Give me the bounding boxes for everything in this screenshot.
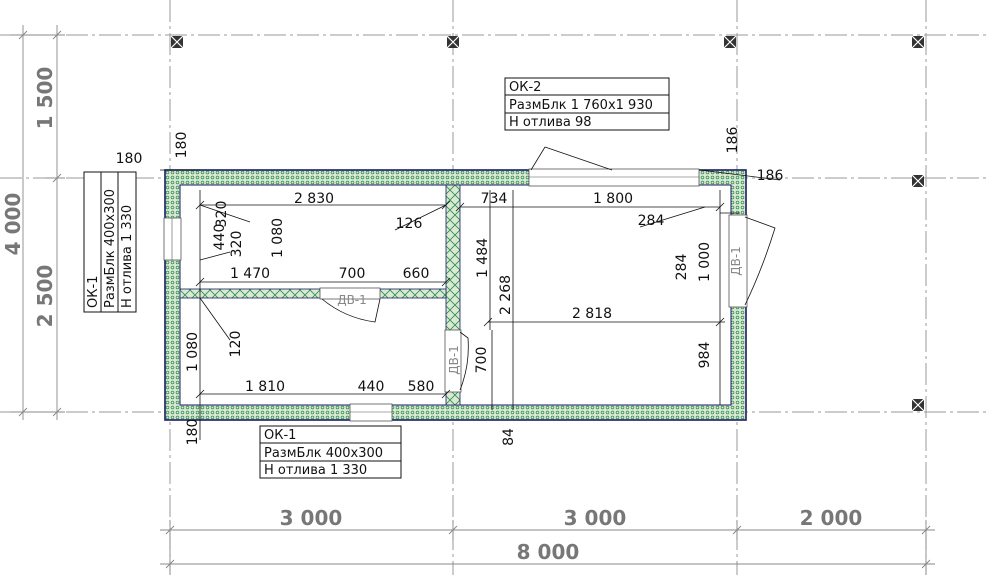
dim-984: 984 — [697, 342, 713, 369]
tag-ok1-bottom-name: ОК-1 — [264, 428, 296, 443]
tag-ok1-bottom: ОК-1 РазмБлк 400x300 Н отлива 1 330 — [259, 425, 402, 479]
tag-ok1-left: ОК-1 РазмБлк 400x300 Н отлива 1 330 — [83, 171, 137, 313]
tag-ok1-left-size: РазмБлк 400x300 — [103, 189, 118, 308]
dim-180-v: 180 — [174, 132, 190, 159]
dim-284-b: 284 — [674, 254, 690, 281]
dim-126: 126 — [396, 216, 423, 232]
dim-span-1: 3 000 — [280, 506, 343, 530]
tag-ok1-bottom-sill: Н отлива 1 330 — [264, 463, 367, 478]
axis-marker-icon — [170, 35, 184, 49]
axis-marker-icon — [911, 174, 925, 188]
dim-84: 84 — [501, 428, 517, 446]
tag-ok2-name: ОК-2 — [509, 80, 541, 95]
dim-734: 734 — [481, 191, 508, 207]
overall-dimension-lines — [10, 25, 935, 575]
tag-ok2: ОК-2 РазмБлк 1 760x1 930 Н отлива 98 — [504, 77, 670, 131]
openings — [163, 146, 776, 422]
door-label-right: ДВ-1 — [729, 246, 743, 276]
dim-180-h: 180 — [116, 151, 143, 167]
dim-total-height: 4 000 — [1, 193, 25, 256]
dim-height-1: 1 500 — [33, 67, 57, 130]
dim-186-b: 186 — [757, 168, 784, 184]
axis-marker-icon — [911, 35, 925, 49]
dim-1800: 1 800 — [593, 191, 633, 207]
dim-span-2: 3 000 — [564, 506, 627, 530]
dim-440-h: 440 — [358, 379, 385, 395]
dim-span-3: 2 000 — [800, 506, 863, 530]
axis-marker-icon — [723, 35, 737, 49]
dim-180-bottom: 180 — [185, 419, 201, 446]
dim-320-b: 320 — [229, 231, 245, 258]
tag-ok1-left-name: ОК-1 — [86, 276, 101, 308]
axis-marker-icon — [446, 35, 460, 49]
dim-1470: 1 470 — [230, 266, 270, 282]
dim-total-width: 8 000 — [517, 540, 580, 564]
dim-186-a: 186 — [725, 127, 741, 154]
dim-700-h: 700 — [339, 266, 366, 282]
dim-1080-a: 1 080 — [270, 218, 286, 258]
tag-ok2-size: РазмБлк 1 760x1 930 — [509, 98, 653, 113]
dim-2268: 2 268 — [498, 275, 514, 315]
dim-320-a: 320 — [214, 201, 230, 228]
dim-1484: 1 484 — [475, 238, 491, 278]
door-label-partition: ДВ-1 — [337, 293, 367, 307]
inner-dimension-lines — [160, 169, 781, 440]
dim-1810: 1 810 — [245, 379, 285, 395]
dim-700-v: 700 — [474, 347, 490, 374]
dim-284-a: 284 — [638, 213, 665, 229]
dim-580: 580 — [408, 379, 435, 395]
dim-2818: 2 818 — [572, 306, 612, 322]
axis-markers — [170, 35, 925, 412]
dim-660: 660 — [403, 266, 430, 282]
dim-120: 120 — [228, 331, 244, 358]
tag-ok1-bottom-size: РазмБлк 400x300 — [264, 446, 383, 461]
door-label-vertical: ДВ-1 — [447, 345, 461, 375]
axis-marker-icon — [911, 398, 925, 412]
tag-ok2-sill: Н отлива 98 — [509, 115, 592, 130]
dim-440-v: 440 — [212, 224, 228, 251]
dim-height-2: 2 500 — [33, 265, 57, 328]
dim-1080-b: 1 080 — [185, 332, 201, 372]
dim-1000: 1 000 — [697, 242, 713, 282]
dim-2830: 2 830 — [294, 191, 334, 207]
tag-ok1-left-sill: Н отлива 1 330 — [120, 205, 135, 308]
